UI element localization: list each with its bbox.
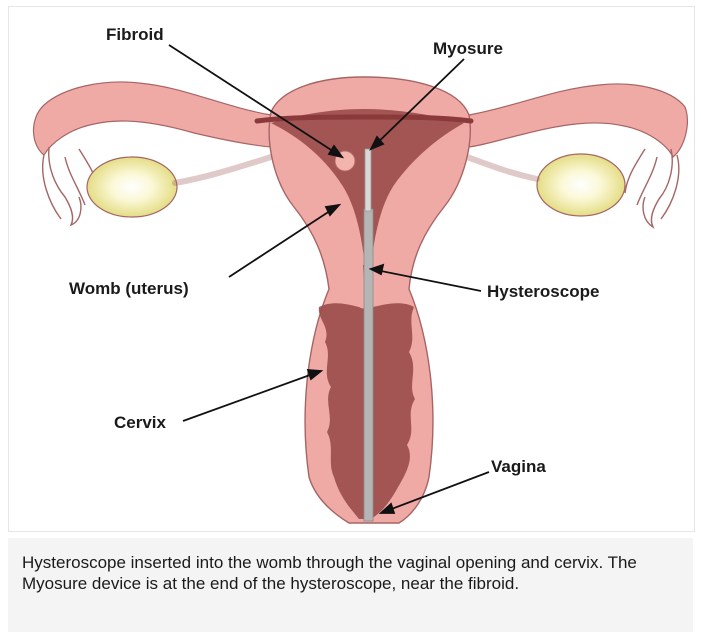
label-myosure: Myosure bbox=[433, 39, 503, 58]
label-cervix: Cervix bbox=[114, 413, 167, 432]
cervix-pointer bbox=[183, 371, 321, 421]
uterus-diagram: Fibroid Myosure Womb (uterus) Hysterosco… bbox=[9, 7, 694, 531]
caption-box: Hysteroscope inserted into the womb thro… bbox=[8, 538, 693, 632]
figure-caption: Hysteroscope inserted into the womb thro… bbox=[22, 552, 682, 594]
label-womb: Womb (uterus) bbox=[69, 279, 189, 298]
right-fimbriae bbox=[625, 149, 679, 227]
myosure-device bbox=[365, 149, 371, 211]
left-ovarian-ligament bbox=[175, 157, 271, 183]
left-ovary bbox=[87, 157, 177, 217]
label-fibroid: Fibroid bbox=[106, 25, 164, 44]
label-vagina: Vagina bbox=[491, 457, 546, 476]
right-fallopian-tube bbox=[469, 84, 687, 157]
left-fallopian-tube bbox=[33, 82, 271, 155]
label-hysteroscope: Hysteroscope bbox=[487, 282, 599, 301]
right-ovarian-ligament bbox=[467, 157, 537, 179]
right-ovary bbox=[537, 154, 625, 216]
diagram-figure: Fibroid Myosure Womb (uterus) Hysterosco… bbox=[8, 6, 695, 532]
hysteroscope-device bbox=[364, 209, 373, 521]
